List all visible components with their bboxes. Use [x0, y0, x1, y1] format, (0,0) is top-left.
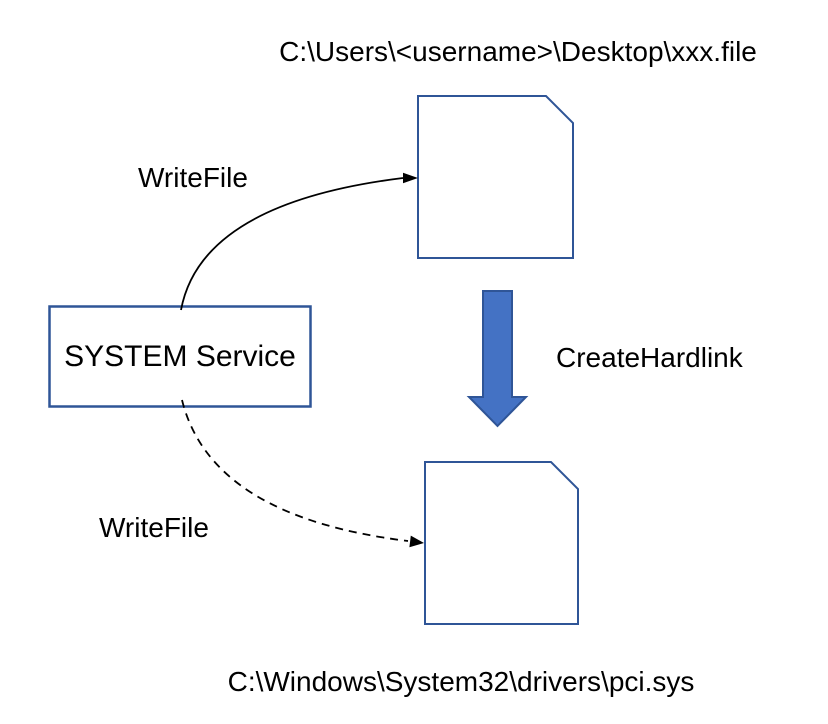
writefile-solid-connector — [180, 177, 404, 311]
writefile-top-label: WriteFile — [138, 162, 248, 193]
bottom-file-icon — [424, 461, 579, 625]
system-service-label: SYSTEM Service — [64, 339, 296, 373]
top-file-path-label: C:\Users\<username>\Desktop\xxx.file — [279, 36, 757, 67]
solid-arrowhead-icon — [403, 172, 418, 184]
system-service-box — [48, 305, 312, 408]
dashed-arrowhead-icon — [409, 535, 424, 548]
writefile-dashed-connector — [181, 399, 409, 542]
top-file-icon — [417, 95, 574, 259]
create-hardlink-label: CreateHardlink — [556, 342, 743, 373]
bottom-file-path-label: C:\Windows\System32\drivers\pci.sys — [227, 666, 695, 697]
create-hardlink-block-arrow-icon — [466, 290, 529, 428]
writefile-bottom-label: WriteFile — [99, 512, 209, 543]
